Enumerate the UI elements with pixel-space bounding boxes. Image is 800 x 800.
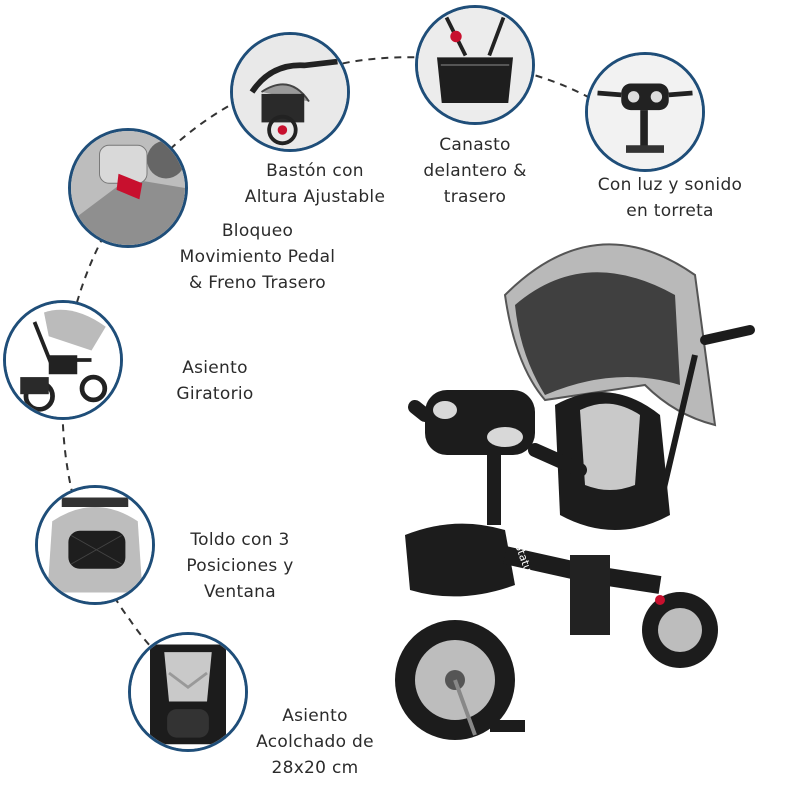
swivel-seat-icon <box>3 300 123 420</box>
tricycle-product-image: Status Trike <box>395 243 755 740</box>
light-sound-icon <box>585 52 705 172</box>
padded-seat-icon <box>128 632 248 752</box>
canopy-icon <box>35 485 155 605</box>
basket-icon <box>415 5 535 125</box>
pedal-lock-icon <box>68 128 188 248</box>
push-handle-icon <box>230 32 350 152</box>
